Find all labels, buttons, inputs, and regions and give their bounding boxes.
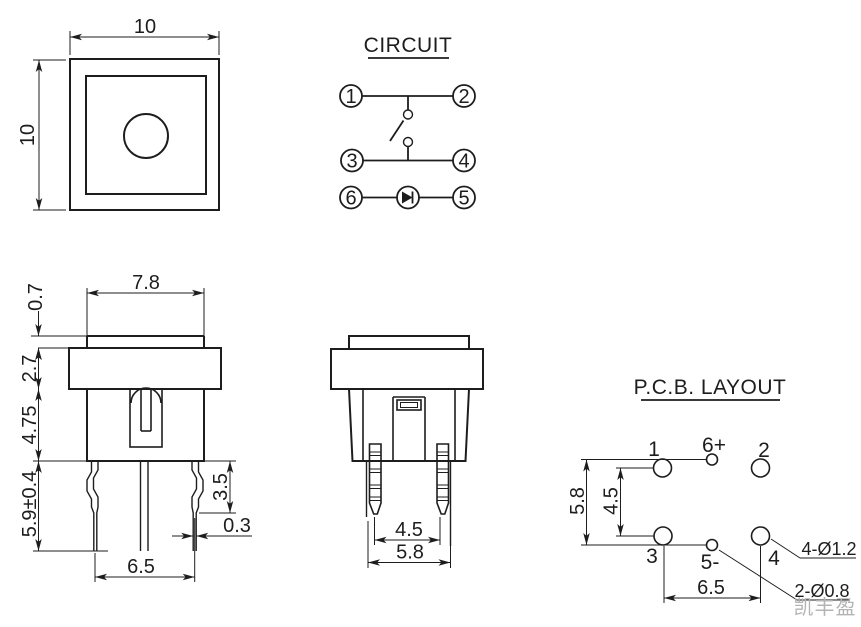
switch-contact-upper <box>402 109 414 120</box>
pcb-pad-2-label: 2 <box>758 439 770 462</box>
top-width-dim-label: 10 <box>134 16 156 38</box>
pin-thickness-dim-label: 0.3 <box>223 515 251 537</box>
front-led-window <box>129 387 163 448</box>
top-view: 10 10 <box>17 16 220 211</box>
side-flange <box>330 348 484 390</box>
terminal-5-label: 5 <box>458 188 469 210</box>
terminal-2-label: 2 <box>458 86 469 108</box>
pcb-hole-2 <box>750 458 771 478</box>
side-cap <box>348 335 470 350</box>
top-view-inner-square <box>85 75 207 195</box>
pcb-hole-1 <box>652 458 673 478</box>
terminal-6-label: 6 <box>345 188 356 210</box>
pcb-pitch-v-dim-label: 4.5 <box>601 487 623 515</box>
pcb-note-large-holes: 4-Ø1.2 <box>801 539 856 559</box>
pcb-layout: P.C.B. LAYOUT 1 6+ 2 3 5- 4 5.8 4.5 6.5 … <box>567 376 857 603</box>
terminal-4-label: 4 <box>458 151 469 173</box>
flange-height-dim-label: 2.7 <box>19 355 41 383</box>
pcb-pad-4-label: 4 <box>768 547 780 570</box>
top-view-outer-square <box>69 58 220 211</box>
side-latch-detail <box>392 396 426 461</box>
front-view: 7.8 0.7 2.7 4.75 5.9±0.4 3.5 0.3 6.5 <box>19 272 252 582</box>
pcb-title: P.C.B. LAYOUT <box>634 376 787 399</box>
side-lead-span-dim-label: 5.8 <box>396 542 424 564</box>
pcb-span-v-dim-label: 5.8 <box>567 487 589 515</box>
pin-pitch-dim-label: 6.5 <box>127 556 155 578</box>
side-view: 4.5 5.8 <box>330 335 484 568</box>
pcb-hole-3 <box>653 526 673 546</box>
cap-protrusion-dim-label: 0.7 <box>25 283 47 311</box>
bend-length-dim-label: 3.5 <box>210 473 232 501</box>
pcb-hole-6 <box>705 453 719 466</box>
top-height-dim-label: 10 <box>17 124 39 146</box>
side-body <box>348 388 470 462</box>
side-right-pin <box>436 443 450 515</box>
side-left-pin <box>368 443 382 515</box>
pcb-hole-5 <box>705 538 719 552</box>
switch-lever <box>389 120 405 142</box>
side-pin-pitch-dim-label: 4.5 <box>395 519 423 541</box>
body-height-dim-label: 4.75 <box>19 406 41 445</box>
front-flange <box>68 347 222 390</box>
circuit-title: CIRCUIT <box>364 34 453 57</box>
pcb-note-small-holes: 2-Ø0.8 <box>794 581 849 601</box>
circuit-diagram: CIRCUIT 1 2 3 4 6 5 <box>339 34 476 210</box>
pcb-pad-6-label: 6+ <box>702 434 726 457</box>
led-symbol <box>396 185 420 210</box>
pin-length-dim-label: 5.9±0.4 <box>19 471 41 538</box>
pcb-pad-1-label: 1 <box>648 438 660 461</box>
switch-contact-lower <box>402 136 414 148</box>
pcb-pitch-h-dim-label: 6.5 <box>697 577 725 599</box>
pcb-pad-5-label: 5- <box>701 551 720 574</box>
front-right-pin <box>191 461 204 551</box>
terminal-1-label: 1 <box>345 86 356 108</box>
front-left-pin <box>86 461 99 551</box>
pcb-pad-3-label: 3 <box>646 545 658 568</box>
front-center-led-lead <box>139 461 149 551</box>
pcb-hole-4 <box>750 526 771 546</box>
cap-width-dim-label: 7.8 <box>132 272 160 294</box>
top-view-led-circle <box>123 113 169 159</box>
front-body <box>86 388 205 462</box>
terminal-3-label: 3 <box>346 151 357 173</box>
watermark-text: 凯丰盈 <box>794 596 857 619</box>
